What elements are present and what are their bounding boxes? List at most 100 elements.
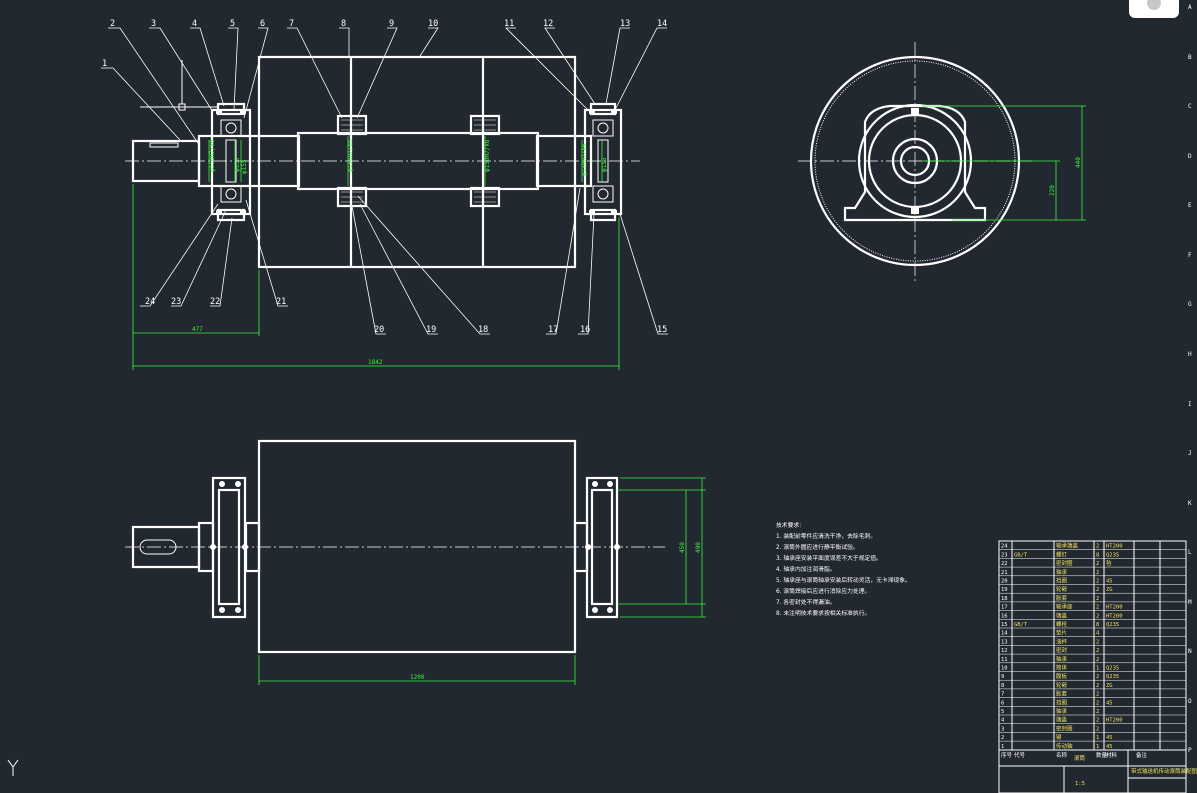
bom-cell-no: 9 (1001, 674, 1004, 680)
bom-cell-qty: 2 (1096, 674, 1099, 680)
bom-header-cell: 备注 (1136, 751, 1148, 759)
balloon-18: 18 (478, 325, 488, 335)
bom-cell-qty: 2 (1096, 683, 1099, 689)
zone-letter: F (1188, 251, 1192, 259)
bom-cell-no: 11 (1001, 657, 1008, 663)
plan-view: 1200 450 490 (125, 439, 706, 685)
bom-cell-qty: 8 (1096, 552, 1099, 558)
bom-cell-mat: 45 (1106, 735, 1113, 741)
bearing-housing-right (583, 102, 623, 222)
bom-cell-name: 轴承端盖 (1056, 542, 1079, 550)
hub-left-top (336, 114, 368, 136)
bom-cell-code: GB/T (1014, 622, 1028, 628)
balloon-4: 4 (192, 19, 197, 29)
bom-cell-no: 24 (1001, 544, 1008, 550)
viewport-cursor-button[interactable] (1129, 0, 1179, 18)
bom-cell-qty: 2 (1096, 596, 1099, 602)
tech-note-3: 3. 轴承座安装平面度误差不大于规定值。 (776, 554, 882, 562)
balloon-14: 14 (657, 19, 667, 29)
tech-note-1: 1. 装配前零件应清洗干净，去除毛刺。 (776, 532, 876, 540)
bom-cell-qty: 2 (1096, 718, 1099, 724)
balloon-19: 19 (426, 325, 436, 335)
balloon-15: 15 (657, 325, 667, 335)
balloon-8: 8 (341, 19, 346, 29)
bom-cell-name: 胀套 (1056, 690, 1068, 698)
balloon-24: 24 (145, 297, 155, 307)
bore-dim-2: φ155 (241, 159, 248, 174)
bore-dim-5: φ130H7/k6 (581, 143, 588, 176)
hub-right-bottom (469, 186, 501, 208)
balloon-9: 9 (389, 19, 394, 29)
bore-dim-0: φ110H7/k6 (209, 139, 216, 172)
bom-cell-no: 10 (1001, 666, 1008, 672)
tech-note-7: 7. 各密封处不得漏油。 (776, 598, 836, 606)
bom-header-cell: 材料 (1106, 751, 1118, 759)
bom-header-cell: 序号 (1001, 751, 1013, 759)
bom-cell-mat: HT200 (1106, 605, 1123, 611)
tech-note-2: 2. 滚筒外圆应进行静平衡试验。 (776, 543, 859, 551)
bom-cell-no: 22 (1001, 561, 1008, 567)
bom-cell-qty: 2 (1096, 639, 1099, 645)
bom-cell-name: 轮毂 (1056, 585, 1068, 593)
bom-cell-name: 轴承 (1056, 568, 1068, 576)
zone-letter: A (1188, 4, 1192, 11)
bom-cell-mat: Q235 (1106, 666, 1119, 672)
balloon-16: 16 (580, 325, 590, 335)
balloon-10: 10 (428, 19, 438, 29)
bom-header-cell: 名称 (1056, 751, 1068, 759)
zone-letter: P (1188, 747, 1192, 755)
bom-cell-name: 轴承 (1056, 655, 1068, 663)
bom-cell-mat: Q235 (1106, 552, 1119, 558)
title-drawing: 带式输送机传动滚筒装配图 (1131, 767, 1197, 775)
balloon-1: 1 (102, 59, 107, 69)
dim-450: 450 (679, 542, 686, 553)
bom-cell-qty: 1 (1096, 744, 1099, 750)
zone-letter: G (1188, 301, 1192, 309)
zone-letter: L (1188, 549, 1192, 557)
cursor-dot-icon (1147, 0, 1161, 10)
title-company: 滚筒 (1074, 754, 1086, 762)
bom-cell-name: 胀套 (1056, 594, 1068, 602)
bom-cell-no: 19 (1001, 587, 1008, 593)
bom-cell-name: 筒体 (1056, 664, 1068, 672)
bom-cell-name: 传动轴 (1056, 742, 1073, 750)
bom-cell-qty: 2 (1096, 700, 1099, 706)
bom-cell-name: 轮毂 (1056, 681, 1068, 689)
dim-490: 490 (695, 542, 702, 553)
balloon-numbers-top: 1 2 3 4 5 6 7 8 9 10 11 12 13 14 (102, 19, 667, 69)
zone-letter: H (1188, 350, 1192, 358)
technical-requirements: 技术要求: 1. 装配前零件应清洗干净，去除毛刺。 2. 滚筒外圆应进行静平衡试… (776, 521, 911, 617)
bom-cell-mat: Q235 (1106, 622, 1119, 628)
bom-cell-mat: 毡 (1106, 559, 1112, 567)
bom-cell-mat: 45 (1106, 744, 1113, 750)
tech-note-6: 6. 滚筒焊接后应进行消除应力处理。 (776, 587, 870, 595)
bom-cell-no: 3 (1001, 726, 1004, 732)
balloon-5: 5 (230, 19, 235, 29)
balloon-17: 17 (548, 325, 558, 335)
dim-1200: 1200 (410, 674, 425, 681)
zone-letter: E (1188, 202, 1192, 210)
bom-cell-mat: ZG (1106, 587, 1113, 593)
tech-note-5: 5. 轴承座与滚筒轴承安装后转动灵活，无卡滞现象。 (776, 576, 911, 584)
zone-letter: C (1188, 103, 1192, 111)
balloon-numbers-bottom: 24 23 22 21 20 19 18 17 16 15 (145, 297, 667, 335)
bom-cell-mat: HT200 (1106, 613, 1123, 619)
bom-cell-no: 1 (1001, 744, 1004, 750)
bom-cell-no: 6 (1001, 700, 1004, 706)
side-view: 440 220 (798, 42, 1086, 282)
tech-note-8: 8. 未注明技术要求按相关标准执行。 (776, 609, 870, 617)
balloon-6: 6 (260, 19, 265, 29)
balloon-22: 22 (210, 297, 220, 307)
bom-cell-no: 13 (1001, 639, 1008, 645)
bom-cell-name: 螺栓 (1056, 620, 1068, 628)
bom-cell-mat: Q235 (1106, 674, 1119, 680)
bom-cell-no: 21 (1001, 570, 1008, 576)
bom-cell-qty: 2 (1096, 570, 1099, 576)
bom-cell-no: 16 (1001, 613, 1008, 619)
bom-cell-qty: 2 (1096, 657, 1099, 663)
bom-cell-no: 7 (1001, 692, 1004, 698)
bom-cell-no: 5 (1001, 709, 1004, 715)
bom-cell-qty: 2 (1096, 561, 1099, 567)
